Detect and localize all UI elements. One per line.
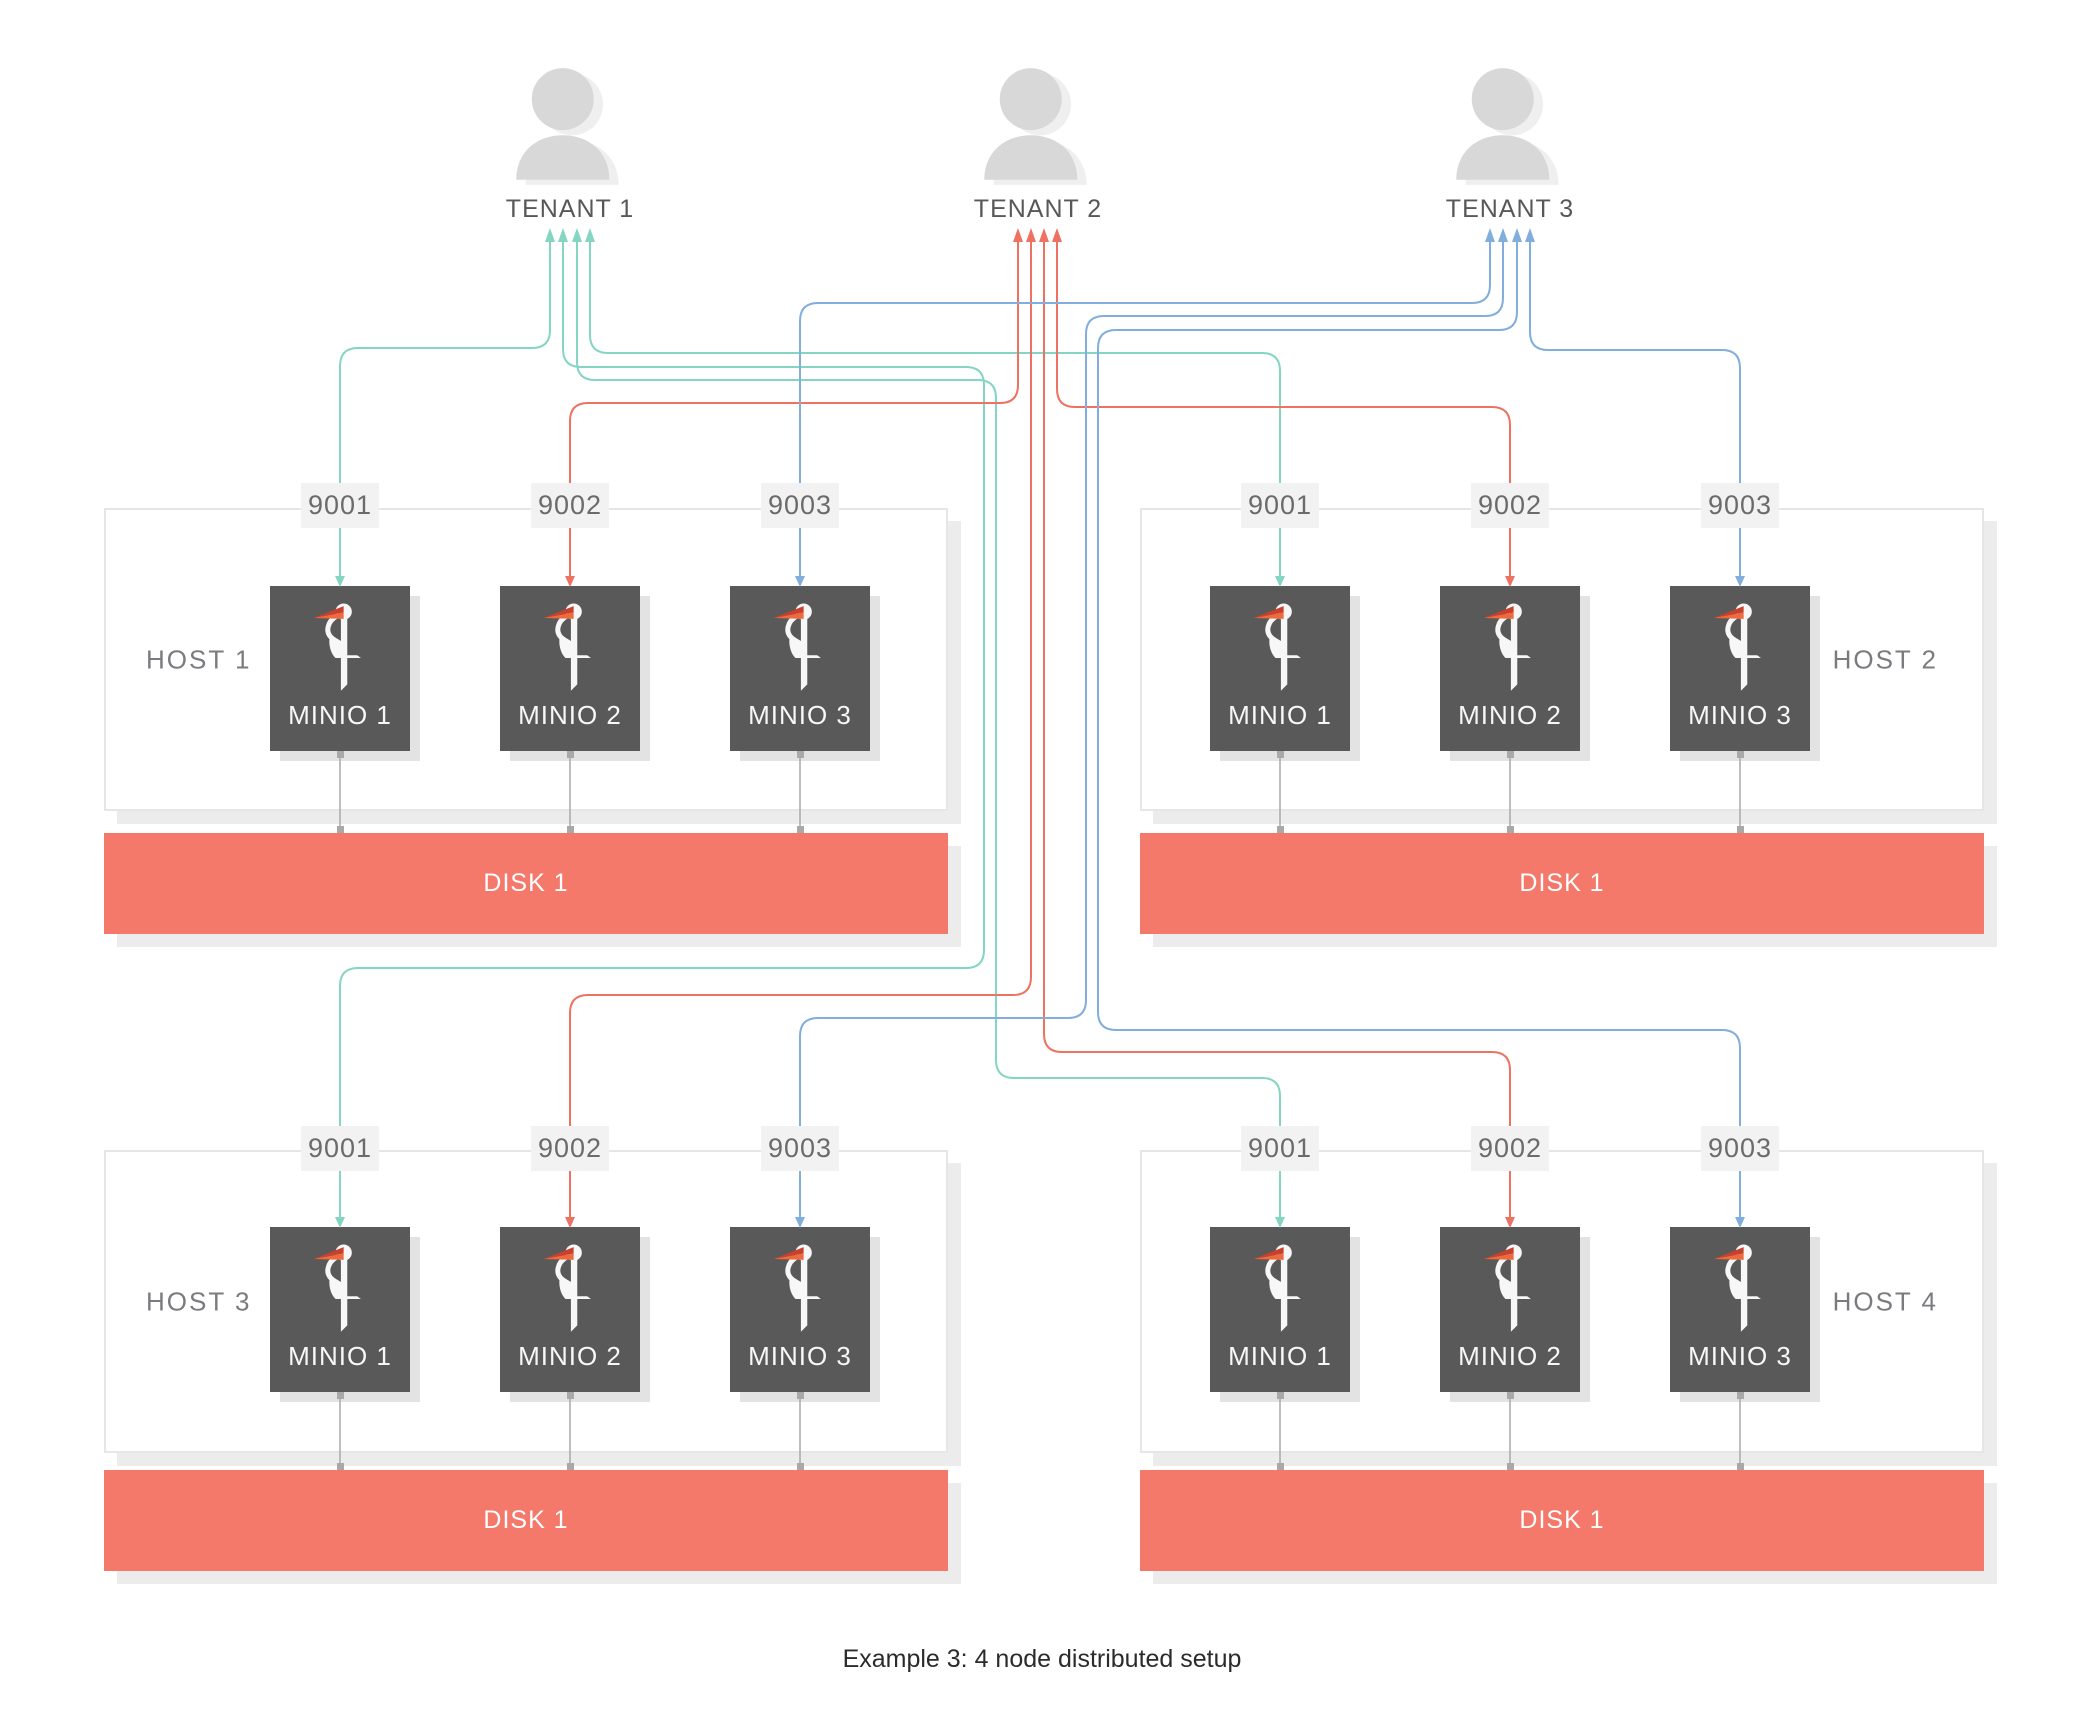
host3-minio1-node: MINIO 1 <box>270 1227 410 1392</box>
host1-port-9003: 9003 <box>761 483 839 528</box>
minio-stork-icon <box>538 1239 602 1339</box>
host2-disk-label: DISK 1 <box>1519 869 1605 897</box>
host1-disk-bar: DISK 1 <box>104 833 948 934</box>
host1-minio1-label: MINIO 1 <box>288 700 392 730</box>
host2-port-9002: 9002 <box>1471 483 1549 528</box>
tenant2-label: TENANT 2 <box>973 195 1103 223</box>
tenant1-label: TENANT 1 <box>505 195 635 223</box>
host1-port-9001: 9001 <box>301 483 379 528</box>
host2-port-9001: 9001 <box>1241 483 1319 528</box>
host4-minio3-node: MINIO 3 <box>1670 1227 1810 1392</box>
minio-stork-icon <box>1478 1239 1542 1339</box>
minio-stork-icon <box>308 1239 372 1339</box>
tenant2-person-icon <box>976 64 1100 188</box>
host3-port-9002: 9002 <box>531 1126 609 1171</box>
host3-port-9003: 9003 <box>761 1126 839 1171</box>
minio-stork-icon <box>1248 1239 1312 1339</box>
host2-disk-bar: DISK 1 <box>1140 833 1984 934</box>
host4-port-9001: 9001 <box>1241 1126 1319 1171</box>
host2-minio3-label: MINIO 3 <box>1688 700 1792 730</box>
host4-minio1-label: MINIO 1 <box>1228 1341 1332 1371</box>
host3-minio1-label: MINIO 1 <box>288 1341 392 1371</box>
host3-label: HOST 3 <box>146 1286 252 1316</box>
host2-minio3-node: MINIO 3 <box>1670 586 1810 751</box>
host4-minio2-label: MINIO 2 <box>1458 1341 1562 1371</box>
minio-stork-icon <box>768 1239 832 1339</box>
tenant3-person-icon <box>1448 64 1572 188</box>
minio-stork-icon <box>538 598 602 698</box>
host4-port-9003: 9003 <box>1701 1126 1779 1171</box>
host1-disk-label: DISK 1 <box>483 869 569 897</box>
host3-minio2-label: MINIO 2 <box>518 1341 622 1371</box>
host4-minio3-label: MINIO 3 <box>1688 1341 1792 1371</box>
host2-minio1-node: MINIO 1 <box>1210 586 1350 751</box>
host2-minio2-node: MINIO 2 <box>1440 586 1580 751</box>
host4-port-9002: 9002 <box>1471 1126 1549 1171</box>
tenant3-label: TENANT 3 <box>1445 195 1575 223</box>
minio-stork-icon <box>1478 598 1542 698</box>
minio-stork-icon <box>308 598 372 698</box>
host2-port-9003: 9003 <box>1701 483 1779 528</box>
host3-minio2-node: MINIO 2 <box>500 1227 640 1392</box>
host4-disk-label: DISK 1 <box>1519 1506 1605 1534</box>
host2-minio1-label: MINIO 1 <box>1228 700 1332 730</box>
host4-disk-bar: DISK 1 <box>1140 1470 1984 1571</box>
host3-disk-bar: DISK 1 <box>104 1470 948 1571</box>
host1-minio3-label: MINIO 3 <box>748 700 852 730</box>
host3-disk-label: DISK 1 <box>483 1506 569 1534</box>
host1-label: HOST 1 <box>146 644 252 674</box>
host3-port-9001: 9001 <box>301 1126 379 1171</box>
minio-stork-icon <box>768 598 832 698</box>
minio-stork-icon <box>1248 598 1312 698</box>
host3-minio3-label: MINIO 3 <box>748 1341 852 1371</box>
diagram-caption: Example 3: 4 node distributed setup <box>842 1645 1242 1673</box>
minio-stork-icon <box>1708 598 1772 698</box>
host3-minio3-node: MINIO 3 <box>730 1227 870 1392</box>
tenant1-person-icon <box>508 64 632 188</box>
host4-minio1-node: MINIO 1 <box>1210 1227 1350 1392</box>
host1-minio2-label: MINIO 2 <box>518 700 622 730</box>
host1-minio1-node: MINIO 1 <box>270 586 410 751</box>
host4-label: HOST 4 <box>1832 1286 1938 1316</box>
host4-minio2-node: MINIO 2 <box>1440 1227 1580 1392</box>
minio-stork-icon <box>1708 1239 1772 1339</box>
host1-minio2-node: MINIO 2 <box>500 586 640 751</box>
host1-port-9002: 9002 <box>531 483 609 528</box>
host2-minio2-label: MINIO 2 <box>1458 700 1562 730</box>
host2-label: HOST 2 <box>1832 644 1938 674</box>
host1-minio3-node: MINIO 3 <box>730 586 870 751</box>
